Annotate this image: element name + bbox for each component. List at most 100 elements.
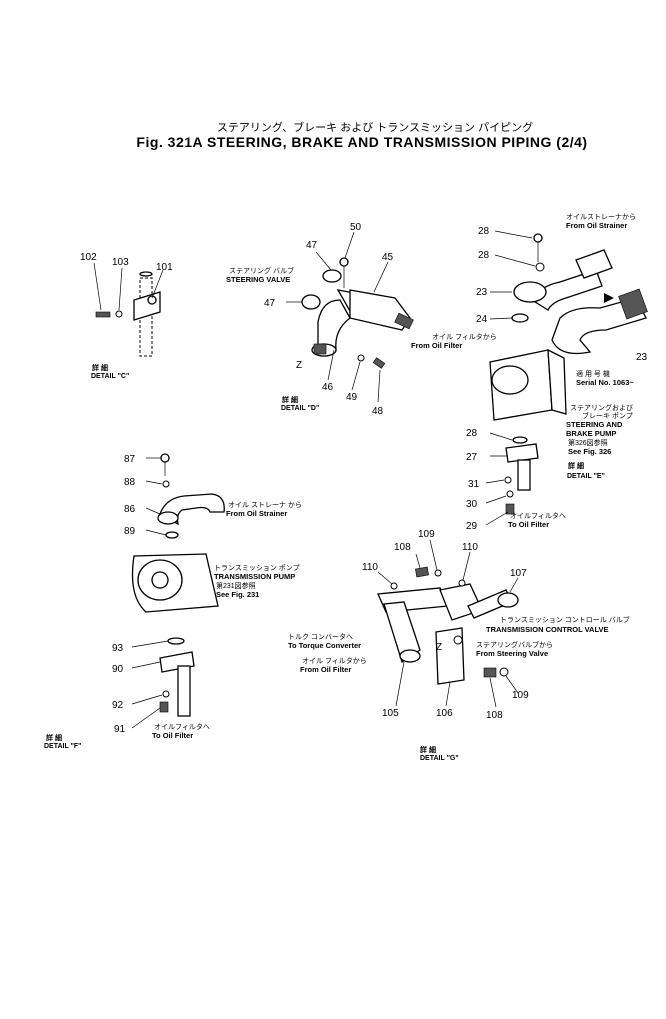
part-number-91: 91 [114, 724, 126, 735]
part-number-108-top: 108 [394, 542, 411, 553]
part-number-50: 50 [350, 222, 362, 233]
detail-c-bracket [133, 291, 161, 321]
detail-c-washer [115, 310, 123, 318]
o-ring-93 [167, 637, 185, 645]
detail-g-group: 108 109 110 110 107 105 106 108 109 Z トラ… [288, 529, 630, 762]
part-number-47-top: 47 [306, 240, 318, 251]
washer-30 [506, 490, 514, 498]
leader-108-top [415, 553, 421, 569]
o-ring-47-top [322, 269, 342, 283]
leader-24 [489, 317, 513, 320]
detail-c-shaft-top [139, 271, 153, 277]
fitting-steering-valve [453, 635, 463, 645]
leader-49 [351, 361, 361, 391]
to-torque-converter-jp: トルク コンバータへ [288, 632, 353, 641]
pump-en-3: See Fig. 326 [568, 447, 611, 456]
pump-en-1: STEERING AND [566, 420, 623, 429]
leader-88 [145, 480, 163, 485]
leader-28-mid [494, 254, 536, 267]
washer-88 [162, 480, 170, 488]
to-oil-filter-f-jp: オイルフィルタへ [154, 722, 210, 731]
leader-93 [131, 640, 169, 648]
part-number-28-mid: 28 [478, 250, 490, 261]
letter-z-detail-d: Z [296, 360, 302, 371]
pipe-105-end [399, 649, 421, 663]
pipe-23-upper-flange [575, 249, 613, 279]
detail-c-bracket-hole [147, 295, 157, 305]
leader-46 [327, 349, 335, 381]
part-number-46: 46 [322, 382, 334, 393]
part-number-110-left: 110 [362, 562, 378, 573]
pipe-23-lower-flange [618, 288, 648, 320]
part-number-90: 90 [112, 664, 124, 675]
part-number-29: 29 [466, 521, 478, 532]
part-number-87: 87 [124, 454, 136, 465]
washer-31 [504, 476, 512, 484]
detail-f-jp: 詳 細 [46, 733, 62, 742]
title-english: Fig. 321A STEERING, BRAKE AND TRANSMISSI… [136, 134, 587, 150]
part-number-109-bottom: 109 [512, 690, 529, 701]
bolt-108-bottom [483, 667, 497, 678]
pipe-45-fitting [394, 312, 414, 330]
from-oil-strainer-e-en: From Oil Strainer [566, 221, 627, 230]
from-oil-filter-g-en: From Oil Filter [300, 665, 351, 674]
leader-31 [485, 479, 505, 484]
washer-49 [357, 354, 365, 362]
from-steering-valve-en: From Steering Valve [476, 649, 548, 658]
part-number-45: 45 [382, 252, 394, 263]
part-number-30: 30 [466, 499, 478, 510]
washer-109-top [434, 569, 442, 577]
part-number-24: 24 [476, 314, 488, 325]
washer-92 [162, 690, 170, 698]
leader-28-top [494, 230, 533, 239]
transmission-pump-en: TRANSMISSION PUMP [214, 572, 295, 581]
leader-47-top [315, 251, 332, 271]
part-number-48: 48 [372, 406, 384, 417]
leader-48 [377, 369, 381, 403]
to-oil-filter-e-en: To Oil Filter [508, 520, 549, 529]
part-number-103: 103 [112, 257, 129, 268]
transmission-pump-shaft [151, 571, 169, 589]
from-oil-filter-g-jp: オイル フィルタから [302, 656, 367, 665]
part-number-110-right: 110 [462, 542, 478, 553]
part-number-105: 105 [382, 708, 399, 719]
part-number-28-lower: 28 [466, 428, 478, 439]
washer-109-bottom [499, 667, 509, 677]
pump-jp-3: 第326図参照 [568, 438, 608, 447]
washer-28 [535, 262, 545, 272]
part-number-28-top: 28 [478, 226, 490, 237]
detail-d-jp: 詳 細 [282, 395, 298, 404]
detail-g-label: DETAIL "G" [420, 755, 459, 762]
part-number-27: 27 [466, 452, 478, 463]
transmission-pump-jp: トランスミッション ポンプ [214, 564, 300, 572]
leader-109-bottom [505, 675, 519, 694]
o-ring-110-right [458, 579, 466, 587]
to-oil-filter-e-jp: オイルフィルタへ [510, 511, 566, 520]
from-oil-strainer-e-jp: オイルストレーナから [566, 213, 636, 221]
part-number-108-bottom: 108 [486, 710, 503, 721]
leader-50 [344, 231, 355, 259]
detail-e-jp: 詳 細 [568, 461, 584, 470]
leader-91 [131, 707, 161, 729]
leader-108-bottom [489, 677, 497, 708]
serial-no-jp: 適 用 号 機 [576, 369, 610, 378]
from-oil-filter-d-en: From Oil Filter [411, 341, 462, 350]
part-number-102: 102 [80, 252, 97, 263]
leader-29 [485, 511, 509, 526]
from-oil-strainer-f-jp: オイル ストレーナ から [228, 501, 302, 509]
transmission-pump-jp-2: 第231図参照 [216, 581, 256, 590]
leader-101 [151, 269, 164, 299]
bolt-48 [372, 357, 386, 369]
leader-89 [145, 529, 167, 536]
detail-c-label: DETAIL "C" [91, 373, 129, 380]
part-number-101: 101 [156, 262, 173, 273]
pipe-27 [517, 459, 531, 491]
pump-en-2: BRAKE PUMP [566, 429, 616, 438]
bolt-50-head [339, 257, 349, 267]
pipe-23-lower [551, 297, 647, 355]
from-steering-valve-jp: ステアリングバルブから [476, 640, 553, 649]
part-number-107: 107 [510, 568, 527, 579]
part-number-109-top: 109 [418, 529, 435, 540]
leader-110-right [462, 551, 471, 581]
pipe-46-elbow [317, 299, 351, 351]
